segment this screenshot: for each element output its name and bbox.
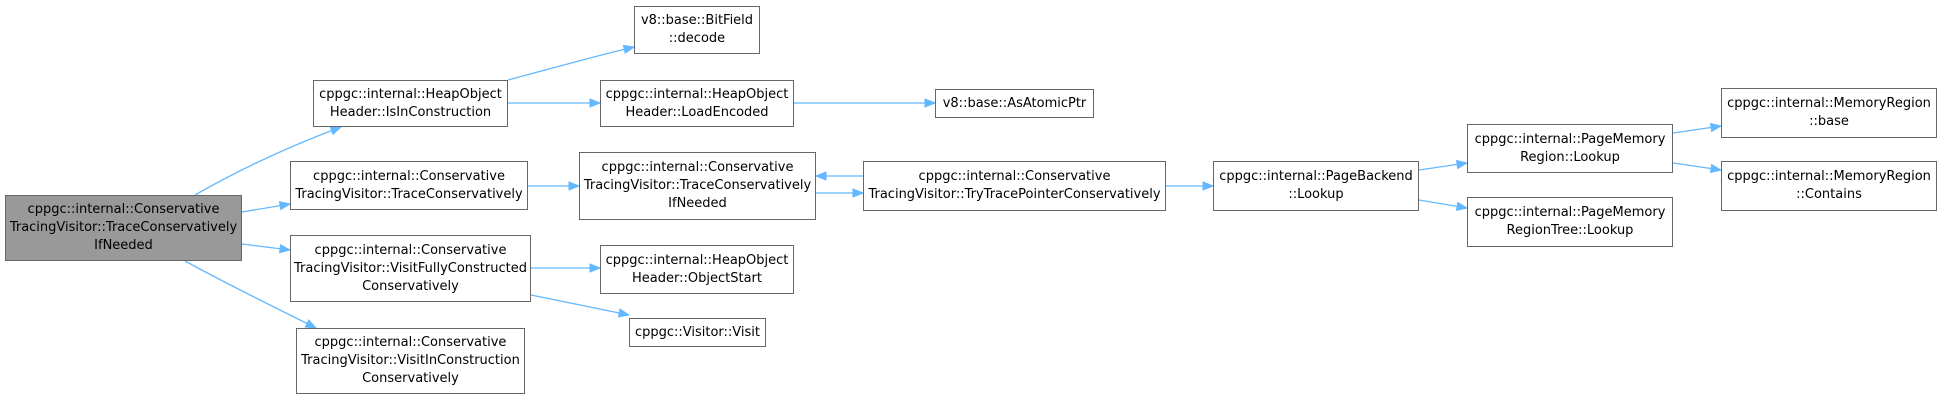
edge-root-visitinconstruction: [184, 260, 318, 329]
edge-visitfully-visit: [530, 294, 631, 318]
arrowhead-icon: [568, 181, 581, 191]
node-root-trace-conservatively-if-needed: cppgc::internal::Conservative TracingVis…: [5, 195, 242, 261]
edge-traceifneeded-trytrace: [816, 188, 865, 198]
edge-line: [530, 294, 630, 316]
node-heapobjectheader-objectstart[interactable]: cppgc::internal::HeapObject Header::Obje…: [600, 245, 794, 294]
edge-pagememoryregion-base: [1672, 122, 1723, 134]
arrowhead-icon: [1709, 122, 1723, 133]
arrowhead-icon: [814, 171, 827, 181]
node-heapobjectheader-loadencoded[interactable]: cppgc::internal::HeapObject Header::Load…: [600, 80, 794, 127]
node-trace-conservatively-if-needed[interactable]: cppgc::internal::Conservative TracingVis…: [579, 152, 816, 220]
edge-trytrace-traceifneeded: [814, 171, 863, 181]
node-bitfield-decode[interactable]: v8::base::BitField ::decode: [634, 6, 760, 54]
node-pagebackend-lookup[interactable]: cppgc::internal::PageBackend ::Lookup: [1213, 161, 1419, 211]
node-asatomicptr[interactable]: v8::base::AsAtomicPtr: [935, 89, 1094, 118]
edge-line: [184, 260, 317, 329]
edge-line: [194, 126, 342, 196]
arrowhead-icon: [589, 263, 602, 273]
edge-root-traceconservatively: [241, 201, 292, 213]
edge-traceconservatively-traceifneeded: [528, 181, 581, 191]
arrowhead-icon: [329, 126, 343, 136]
node-trace-conservatively[interactable]: cppgc::internal::Conservative TracingVis…: [290, 161, 528, 210]
edge-pagebackend-pagememoryregion: [1418, 159, 1469, 171]
node-visit-fully-constructed-conservatively[interactable]: cppgc::internal::Conservative TracingVis…: [290, 235, 531, 302]
arrowhead-icon: [304, 319, 318, 329]
node-visitor-visit[interactable]: cppgc::Visitor::Visit: [629, 318, 766, 347]
node-visit-in-construction-conservatively[interactable]: cppgc::internal::Conservative TracingVis…: [296, 328, 525, 394]
edge-pagememoryregion-contains: [1672, 162, 1723, 174]
edge-isinconstruction-bitfield: [507, 44, 636, 81]
arrowhead-icon: [278, 201, 292, 211]
node-heapobjectheader-isinconstruction[interactable]: cppgc::internal::HeapObject Header::IsIn…: [313, 80, 508, 127]
edge-visitfully-objectstart: [531, 263, 602, 273]
edge-pagebackend-regiontree: [1418, 199, 1469, 211]
arrowhead-icon: [852, 188, 865, 198]
node-memoryregion-base[interactable]: cppgc::internal::MemoryRegion ::base: [1721, 88, 1937, 138]
arrowhead-icon: [622, 44, 636, 54]
arrowhead-icon: [1455, 159, 1469, 170]
edge-line: [507, 46, 635, 81]
arrowhead-icon: [278, 243, 292, 254]
arrowhead-icon: [589, 98, 602, 108]
arrowhead-icon: [617, 308, 631, 318]
edge-loadencoded-asatomicptr: [794, 98, 937, 108]
node-memoryregion-contains[interactable]: cppgc::internal::MemoryRegion ::Contains: [1721, 161, 1937, 211]
node-pagememoryregiontree-lookup[interactable]: cppgc::internal::PageMemory RegionTree::…: [1467, 197, 1673, 247]
node-try-trace-pointer-conservatively[interactable]: cppgc::internal::Conservative TracingVis…: [863, 161, 1166, 211]
edge-isinconstruction-loadencoded: [508, 98, 602, 108]
arrowhead-icon: [1709, 163, 1723, 174]
arrowhead-icon: [1455, 201, 1469, 211]
edge-root-visitfully: [241, 243, 292, 254]
edge-trytrace-pagebackend: [1166, 181, 1215, 191]
node-pagememoryregion-lookup[interactable]: cppgc::internal::PageMemory Region::Look…: [1467, 124, 1673, 173]
arrowhead-icon: [1202, 181, 1215, 191]
arrowhead-icon: [924, 98, 937, 108]
